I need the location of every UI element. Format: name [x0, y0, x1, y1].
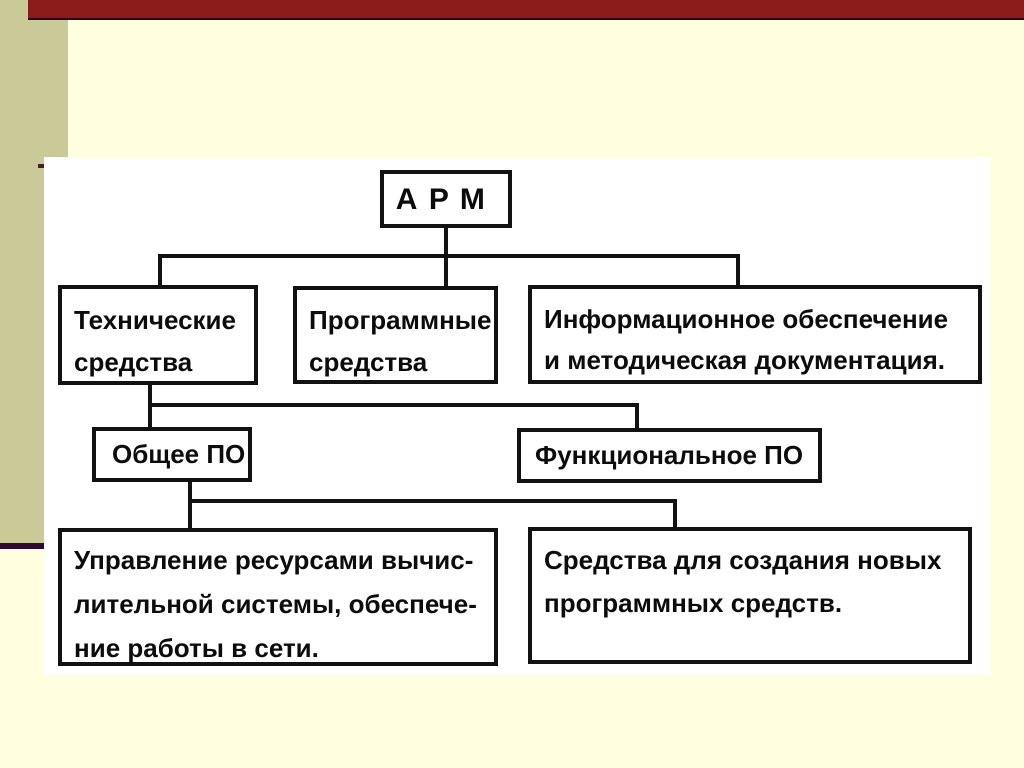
node-resource-management: Управление ресурсами вычис- лительной си… [58, 528, 498, 666]
connector-drop-tech [158, 254, 162, 287]
node-resource-management-line1: Управление ресурсами вычис- [74, 545, 474, 575]
node-creation-tools: Средства для создания новых программных … [528, 527, 972, 664]
node-general-software-label: Общее ПО [112, 439, 246, 469]
node-functional-software-label: Функциональное ПО [535, 440, 804, 470]
connector-drop-functional [635, 403, 639, 430]
node-arm: АРМ [380, 170, 512, 228]
node-information-support: Информационное обеспечение и методическа… [528, 285, 982, 384]
connector-drop-soft [444, 254, 448, 288]
connector-general-to-manage [188, 482, 192, 530]
node-information-support-line2: и методическая документация. [544, 345, 945, 375]
connector-level1-horizontal [158, 254, 740, 258]
connector-drop-info [736, 254, 740, 287]
node-technical-means: Технические средства [58, 285, 258, 385]
connector-tech-to-general [148, 385, 152, 429]
top-red-bar [28, 0, 1024, 20]
node-technical-means-line2: средства [74, 347, 193, 377]
node-information-support-line1: Информационное обеспечение [544, 304, 949, 334]
node-resource-management-line2: лительной системы, обеспече- [74, 589, 477, 619]
connector-drop-create [673, 499, 677, 529]
node-technical-means-line1: Технические [74, 305, 236, 335]
connector-level2-horizontal [148, 403, 639, 407]
connector-arm-down [444, 228, 448, 258]
node-general-software: Общее ПО [92, 427, 252, 482]
node-creation-tools-line2: программных средств. [544, 588, 843, 618]
node-functional-software: Функциональное ПО [517, 428, 822, 483]
node-resource-management-line3: ние работы в сети. [74, 633, 319, 663]
node-software-means-line1: Программные [309, 305, 492, 335]
connector-level3-horizontal [188, 499, 677, 503]
node-creation-tools-line1: Средства для создания новых [544, 545, 942, 575]
accent-underline [0, 543, 52, 549]
node-software-means: Программные средства [293, 286, 498, 384]
node-arm-label: АРМ [395, 183, 497, 216]
node-software-means-line2: средства [309, 347, 428, 377]
